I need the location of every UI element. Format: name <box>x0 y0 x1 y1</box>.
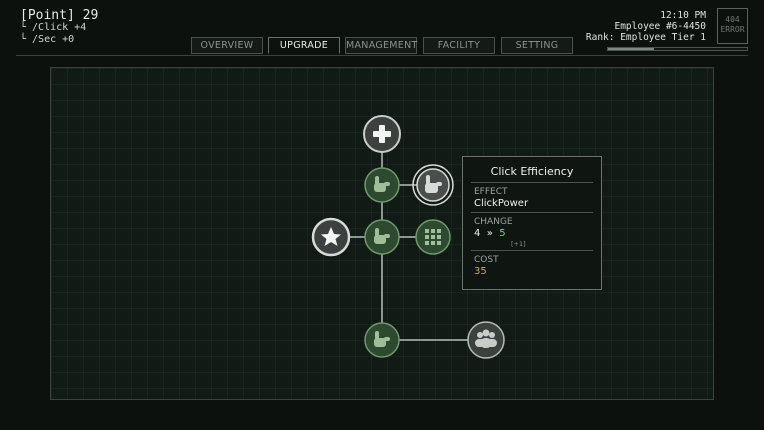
points-panel: [Point] 29 └ /Click +4 └ /Sec +0 <box>20 8 99 46</box>
upgrade-tooltip: Click Efficiency EFFECT ClickPower CHANG… <box>462 156 602 290</box>
clock-time: 12:10 PM <box>660 10 706 21</box>
tab-setting[interactable]: SETTING <box>501 37 573 54</box>
tooltip-divider <box>471 212 593 213</box>
effect-value: ClickPower <box>474 198 529 209</box>
rank-progress-bar <box>607 47 748 51</box>
cost-value: 35 <box>474 266 487 277</box>
change-to: 5 <box>499 228 506 239</box>
tab-upgrade[interactable]: UPGRADE <box>268 37 340 54</box>
per-click-label: └ /Click +4 <box>20 22 87 33</box>
tooltip-divider <box>471 250 593 251</box>
star-icon <box>321 227 341 246</box>
error-badge: 404 ERROR <box>717 8 748 44</box>
upgrade-tree-panel <box>50 67 714 400</box>
tooltip-title: Click Efficiency <box>490 165 574 178</box>
upgrade-tree <box>311 115 505 359</box>
error-text: ERROR <box>720 25 745 34</box>
change-arrow: » <box>486 228 493 239</box>
per-sec-label: └ /Sec +0 <box>20 34 75 45</box>
tooltip-effect: EFFECT ClickPower <box>463 183 601 212</box>
upgrade-node-click-1[interactable] <box>364 167 400 203</box>
change-delta: [+1] <box>511 240 526 248</box>
tooltip-divider <box>471 182 593 183</box>
tab-facility[interactable]: FACILITY <box>423 37 495 54</box>
cost-label: COST <box>474 255 499 265</box>
tooltip-cost: COST 35 <box>463 251 601 280</box>
tooltip-change: CHANGE 4 » 5 [+1] <box>463 213 601 250</box>
upgrade-node-click-3[interactable] <box>364 322 400 358</box>
error-code: 404 <box>725 15 740 24</box>
points-label: [Point] 29 <box>20 8 99 23</box>
pointer-hand-icon <box>425 175 442 193</box>
employee-id: Employee #6-4450 <box>614 21 706 32</box>
change-label: CHANGE <box>474 217 513 227</box>
employee-info: 12:10 PM Employee #6-4450 Rank: Employee… <box>586 10 706 43</box>
upgrade-node-click-efficiency[interactable] <box>412 164 454 206</box>
upgrade-node-click-2[interactable] <box>364 219 400 255</box>
effect-label: EFFECT <box>474 187 508 197</box>
employee-rank: Rank: Employee Tier 1 <box>585 32 706 43</box>
pointer-hand-icon <box>374 176 390 192</box>
upgrade-node-star[interactable] <box>311 217 351 257</box>
pointer-hand-icon <box>374 331 390 347</box>
grid-icon <box>425 229 441 245</box>
people-icon <box>475 329 497 348</box>
plus-icon <box>373 125 391 143</box>
rank-progress-fill <box>608 48 654 50</box>
pointer-hand-icon <box>374 228 390 244</box>
tab-management[interactable]: MANAGEMENT <box>345 37 417 54</box>
upgrade-node-grid[interactable] <box>415 219 451 255</box>
change-from: 4 <box>474 228 481 239</box>
upgrade-node-plus[interactable] <box>363 115 401 153</box>
tab-overview[interactable]: OVERVIEW <box>191 37 263 54</box>
upgrade-node-people[interactable] <box>467 321 505 359</box>
header-divider <box>16 55 748 56</box>
